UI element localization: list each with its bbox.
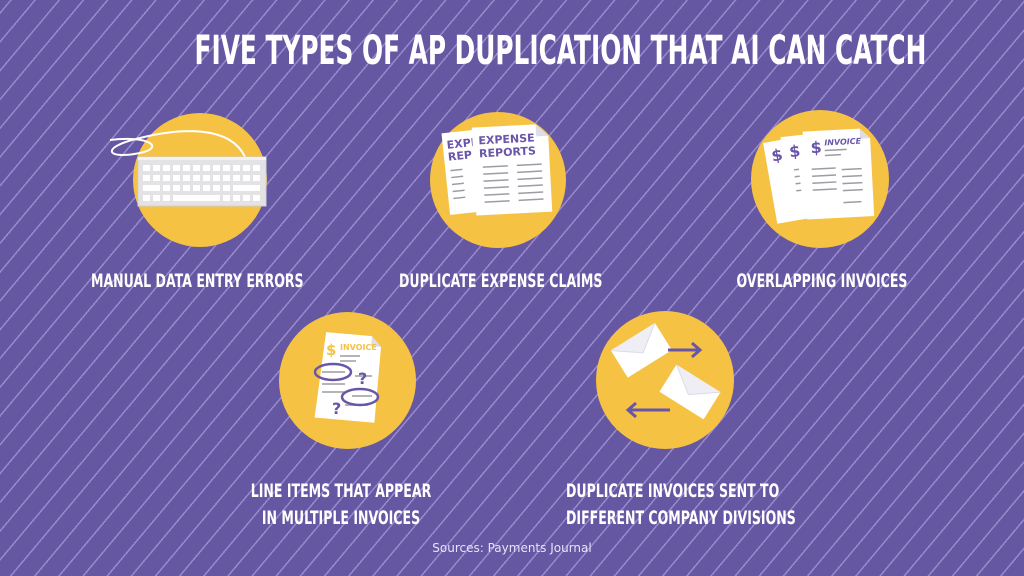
svg-text:$: $ — [788, 141, 801, 161]
svg-text:$: $ — [810, 138, 822, 158]
svg-text:$: $ — [326, 341, 336, 359]
svg-text:REPORTS: REPORTS — [479, 144, 536, 160]
svg-text:INVOICE: INVOICE — [340, 343, 377, 352]
item-label-line1: LINE ITEMS THAT APPEAR — [250, 480, 432, 502]
item-label: MANUAL DATA ENTRY ERRORS — [90, 270, 304, 292]
item-label-line2: DIFFERENT COMPANY DIVISIONS — [566, 507, 796, 529]
icon-circle — [596, 311, 734, 449]
svg-text:REP: REP — [447, 148, 472, 163]
svg-text:INVOICE: INVOICE — [824, 137, 862, 148]
svg-text:$: $ — [770, 145, 784, 166]
source-credit: Sources: Payments Journal — [432, 541, 592, 555]
svg-text:EXPENSE: EXPENSE — [478, 131, 535, 147]
page-title: FIVE TYPES OF AP DUPLICATION THAT AI CAN… — [194, 28, 927, 74]
item-label: OVERLAPPING INVOICES — [736, 270, 908, 292]
item-label: DUPLICATE EXPENSE CLAIMS — [399, 270, 603, 292]
svg-text:?: ? — [358, 369, 367, 388]
item-label-line2: IN MULTIPLE INVOICES — [261, 507, 421, 529]
svg-text:EXPE: EXPE — [446, 136, 479, 152]
svg-text:?: ? — [332, 399, 341, 418]
item-label-line1: DUPLICATE INVOICES SENT TO — [566, 480, 780, 502]
